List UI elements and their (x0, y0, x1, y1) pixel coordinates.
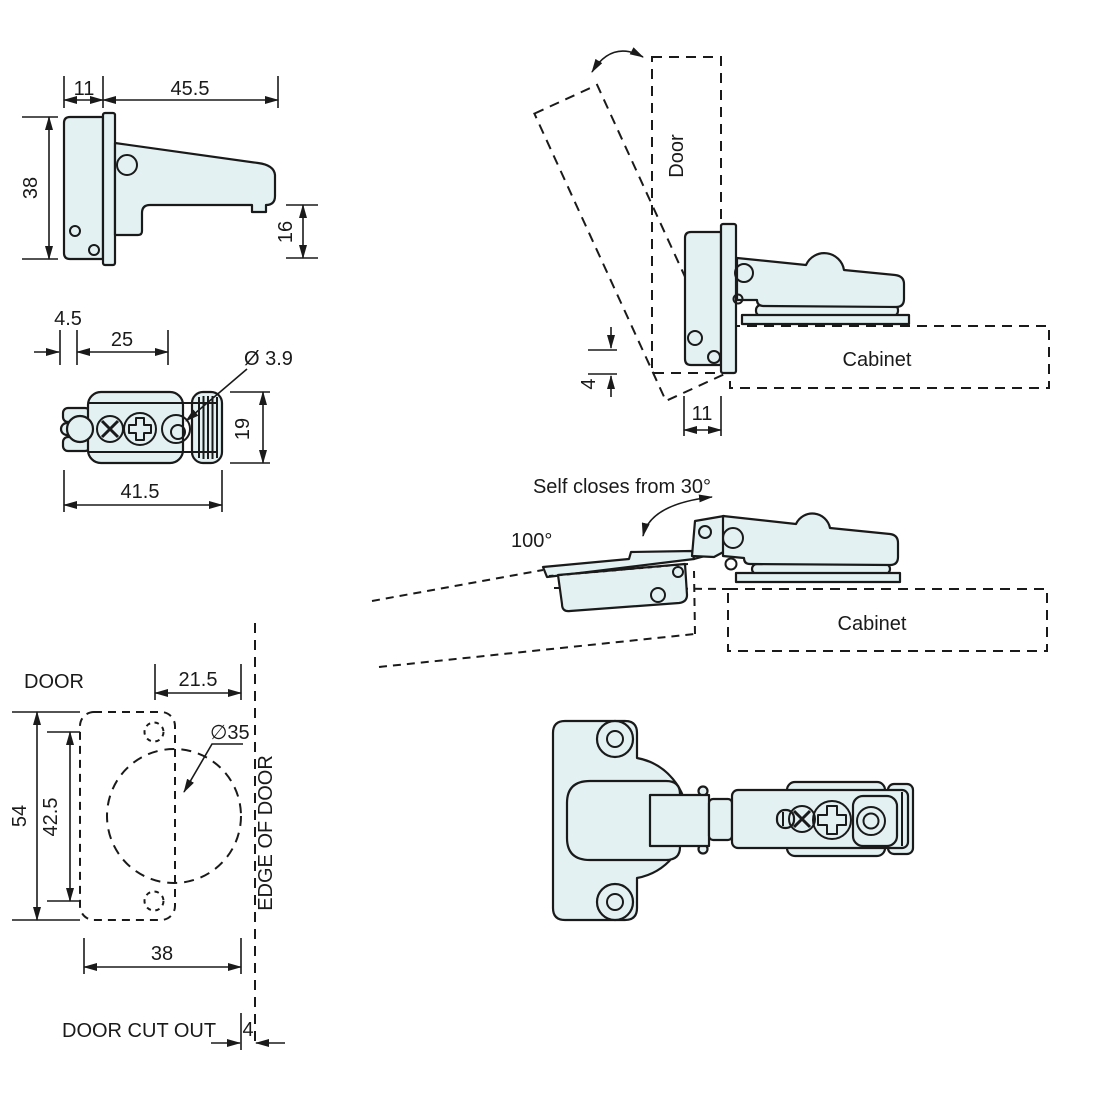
cutout-view: DOOR EDGE OF DOOR DOOR CUT OUT 21.5 ∅35 … (9, 623, 285, 1050)
side-view: 11 45.5 38 16 (20, 76, 318, 267)
leader-hole-dia (185, 368, 248, 422)
dim-label-cutout-width: 38 (151, 943, 173, 965)
door-label: DOOR (24, 671, 84, 693)
dim-label-height: 38 (20, 177, 42, 199)
open-mounting-plate (734, 571, 902, 584)
top-view: 4.5 25 Ø 3.9 19 41.5 (34, 308, 293, 512)
open-cup-hole-1 (672, 566, 684, 578)
side-view-flange (101, 111, 117, 267)
side-view-screw-hole-1 (69, 225, 81, 237)
ext-lines-54 (12, 711, 80, 921)
dim-label-body-width: 19 (232, 418, 254, 440)
open-arm (721, 512, 900, 567)
open-door-cup (556, 562, 689, 613)
top-view-hole-inner (170, 424, 186, 440)
door-cutout-label: DOOR CUT OUT (62, 1020, 216, 1042)
open-knuckle-hole (698, 525, 712, 539)
phillips-screw-icon-plan (817, 805, 847, 835)
dim-label-plate-depth: 11 (74, 78, 95, 100)
top-view-pin (65, 414, 95, 444)
plan-lobe-bottom (595, 882, 635, 922)
side-view-pivot-hole (116, 154, 138, 176)
open-cup-hole-2 (650, 587, 666, 603)
side-view-screw-hole-2 (88, 244, 100, 256)
open-view: Self closes from 30° 100° Cabinet (371, 476, 1048, 668)
dim-label-hole-span: 42.5 (40, 798, 62, 837)
plan-cam-pad (851, 794, 899, 848)
dim-label-tail-height: 16 (275, 221, 297, 243)
dim-label-cup-center: 21.5 (179, 669, 218, 691)
plan-connector (707, 797, 734, 842)
open-door-ghost-rect (533, 83, 731, 403)
closed-arm (735, 252, 906, 309)
door-label: Door (666, 134, 688, 178)
dim-label-screw-span: 25 (111, 329, 133, 351)
edge-of-door-label: EDGE OF DOOR (255, 755, 277, 911)
dim-label-arm-length: 45.5 (171, 78, 210, 100)
side-view-arm (113, 141, 277, 237)
open-door-plane-bottom (378, 633, 696, 668)
open-door-plane-top (371, 569, 544, 602)
open-door-ghost-group (533, 83, 731, 403)
dim-label-bottom-gap: 4 (578, 378, 600, 389)
plan-lobe-top-hole (606, 730, 624, 748)
swing-arc-arrow (591, 47, 644, 73)
closed-plate-hole-2 (707, 350, 721, 364)
cutout-plate-outline (79, 711, 176, 921)
dim-label-edge-offset: 4.5 (54, 308, 82, 330)
closed-plate-hole-1 (687, 330, 703, 346)
open-door-edge (693, 570, 696, 635)
plan-lobe-bottom-hole (606, 893, 624, 911)
plan-view (551, 719, 915, 922)
side-view-door-plate (62, 115, 105, 261)
ext-lines-42-5 (47, 731, 80, 902)
closed-arm-small-hole (732, 293, 744, 305)
top-view-hole-outer (161, 414, 191, 444)
plan-cam-outer (856, 806, 886, 836)
phillips-screw-icon (128, 417, 152, 441)
cabinet-label: Cabinet (843, 349, 912, 371)
closed-view: Door Cabinet 4 11 (533, 47, 1050, 436)
self-close-label: Self closes from 30° (533, 476, 711, 498)
cup-bore-circle (106, 748, 242, 884)
dim-label-plate-height: 54 (9, 805, 31, 827)
dim-label-plate-depth-d: 11 (692, 403, 713, 425)
screw-hole-bottom (143, 890, 165, 912)
dim-label-edge-gap: 4 (242, 1019, 253, 1041)
plan-cam-hole (862, 812, 880, 830)
dim-label-total-length: 41.5 (121, 481, 160, 503)
dim-label-cup-dia: ∅35 (210, 722, 250, 744)
top-view-phillips-ring (123, 412, 157, 446)
ticks-gap-4 (588, 349, 617, 375)
x-screw-icon (100, 419, 120, 439)
plan-lobe-top (595, 719, 635, 759)
ext-lines-4-5 (59, 330, 78, 365)
plan-x-screw-ring (788, 805, 816, 833)
closed-cup-plate (683, 230, 723, 367)
leader-cup-dia (183, 743, 243, 793)
dim-label-hole-dia: Ø 3.9 (244, 348, 293, 370)
x-screw-icon-plan (792, 809, 812, 829)
self-close-arc-arrow (641, 494, 713, 537)
open-arm-small-hole (724, 557, 738, 571)
cabinet-outline-open (727, 588, 1048, 652)
plan-knuckle-block (648, 793, 711, 848)
open-angle-label: 100° (511, 530, 552, 552)
top-view-body-edge-lines (88, 402, 218, 453)
door-outline (651, 56, 722, 374)
closed-arm-pivot-hole (734, 263, 754, 283)
cabinet-label-open: Cabinet (838, 613, 907, 635)
screw-hole-top (143, 721, 165, 743)
top-view-knurl-lines (198, 396, 218, 459)
open-arm-pivot-hole (722, 527, 744, 549)
plan-phillips-ring (812, 800, 852, 840)
closed-mounting-plate (740, 313, 911, 326)
